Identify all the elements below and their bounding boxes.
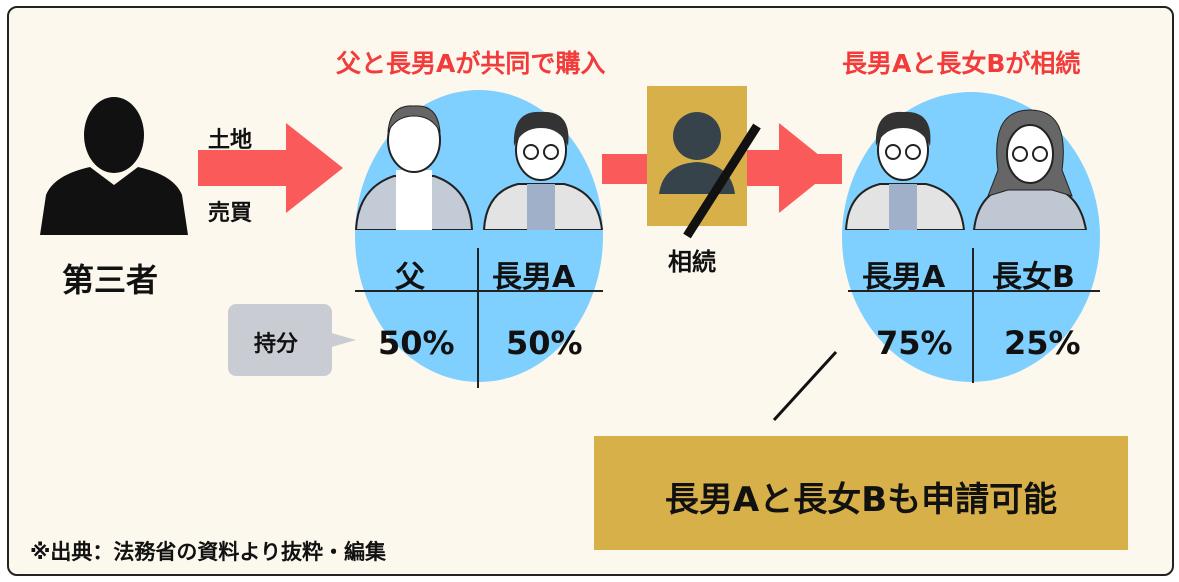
left-table-vline [477, 248, 479, 388]
father-header: 父 [395, 260, 425, 295]
son-a-header: 長男A [492, 260, 576, 295]
daughter-b-header: 長女B [992, 260, 1075, 295]
inherit-label: 相続 [668, 248, 716, 276]
left-table-hline [355, 290, 603, 292]
son-a-icon [844, 111, 966, 230]
son-and-daughter-illustration [844, 109, 1088, 230]
third-party-silhouette-icon [40, 97, 188, 235]
share-bubble [228, 304, 356, 376]
daughter-b-icon [972, 109, 1088, 230]
daughter-b-share: 25% [1004, 324, 1081, 362]
sale-arrow-icon [198, 123, 343, 213]
son-a-share-right: 75% [876, 324, 953, 362]
father-and-son-illustration [354, 105, 604, 230]
son-a-icon [482, 111, 604, 230]
son-a-header-right: 長男A [862, 260, 946, 295]
third-party-label: 第三者 [62, 261, 159, 299]
son-a-share: 50% [506, 324, 583, 362]
left-title: 父と長男Aが共同で購入 [336, 49, 606, 78]
right-title: 長男Aと長女Bが相続 [842, 49, 1081, 78]
source-note: ※出典：法務省の資料より抜粋・編集 [30, 540, 386, 564]
right-table-hline [848, 290, 1100, 292]
callout-box [594, 436, 1128, 550]
right-table-vline [972, 248, 974, 383]
land-label: 土地 [208, 128, 253, 153]
father-icon [354, 105, 474, 230]
sale-label: 売買 [208, 201, 253, 226]
callout-text: 長男Aと長女Bも申請可能 [664, 480, 1058, 520]
deceased-person-icon [659, 112, 761, 239]
callout-pointer-line [772, 350, 838, 422]
father-share: 50% [378, 324, 455, 362]
share-label: 持分 [254, 332, 299, 357]
inherit-arrow-icon [745, 123, 835, 213]
